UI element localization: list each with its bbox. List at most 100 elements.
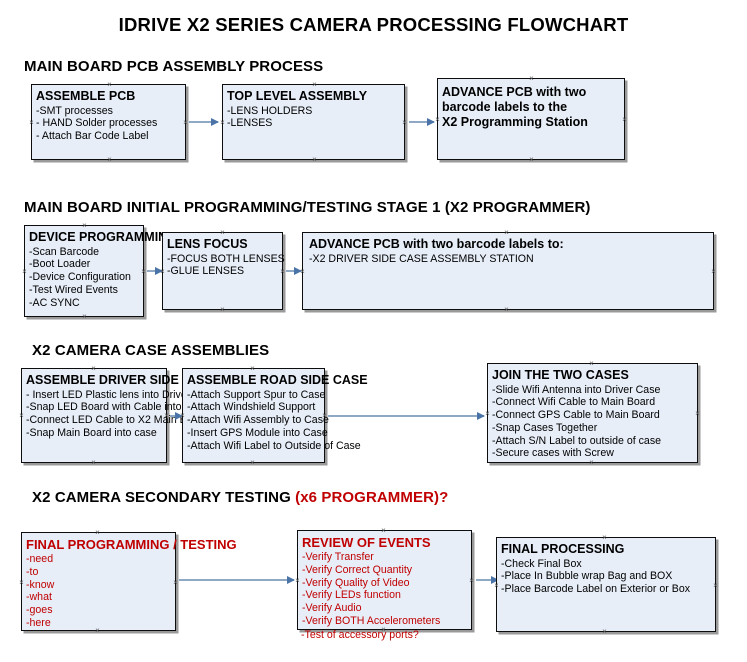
box-line: -SMT processes: [36, 104, 113, 117]
connection-point-top[interactable]: [94, 529, 101, 536]
connection-point-top[interactable]: [249, 365, 256, 372]
connection-point-right[interactable]: [401, 119, 408, 126]
box-line: -Device Configuration: [29, 271, 131, 284]
connection-point-top[interactable]: [380, 527, 387, 534]
connection-point-left[interactable]: [18, 579, 25, 586]
section-heading-2-text: MAIN BOARD INITIAL PROGRAMMING/TESTING S…: [24, 199, 591, 216]
box-line-overflow: -Test of accessory ports?: [301, 629, 419, 641]
connection-point-left[interactable]: [493, 582, 500, 589]
connection-point-right[interactable]: [468, 577, 475, 584]
connection-point-bottom[interactable]: [528, 156, 535, 163]
box-line: - HAND Solder processes: [36, 117, 158, 130]
box-assemble-pcb[interactable]: ASSEMBLE PCB -SMT processes - HAND Solde…: [31, 84, 186, 160]
box-final-programming-testing[interactable]: FINAL PROGRAMMING / TESTING -need -to -k…: [18, 529, 237, 634]
box-join-the-two-cases[interactable]: JOIN THE TWO CASES -Slide Wifi Antenna i…: [487, 363, 698, 463]
connection-point-bottom[interactable]: [311, 156, 318, 163]
box-line: -FOCUS BOTH LENSES: [167, 252, 285, 265]
connection-point-left[interactable]: [18, 412, 25, 419]
connection-point-left[interactable]: [21, 268, 28, 275]
box-title: JOIN THE TWO CASES: [492, 368, 629, 382]
box-review-of-events[interactable]: REVIEW OF EVENTS -Verify Transfer -Verif…: [297, 530, 472, 630]
box-line: -Place Barcode Label on Exterior or Box: [501, 583, 691, 596]
connector-arrow: [286, 266, 302, 275]
connection-point-right[interactable]: [710, 268, 717, 275]
connection-point-left[interactable]: [219, 119, 226, 126]
box-final-processing[interactable]: FINAL PROCESSING -Check Final Box -Place…: [496, 537, 716, 632]
connection-point-right[interactable]: [279, 268, 286, 275]
connection-point-left[interactable]: [434, 116, 441, 123]
connection-point-right[interactable]: [163, 412, 170, 419]
connection-point-top[interactable]: [503, 229, 510, 236]
connection-point-top[interactable]: [90, 365, 97, 372]
box-line: - Attach Bar Code Label: [36, 130, 149, 143]
connection-point-left[interactable]: [28, 119, 35, 126]
connection-point-left[interactable]: [484, 410, 491, 417]
connection-point-bottom[interactable]: [503, 306, 510, 313]
connection-point-bottom[interactable]: [106, 156, 113, 163]
box-title: DEVICE PROGRAMMING: [29, 230, 177, 244]
box-line: -Check Final Box: [501, 557, 582, 570]
connection-point-right[interactable]: [321, 412, 328, 419]
connection-point-bottom[interactable]: [90, 459, 97, 466]
connection-point-right[interactable]: [172, 579, 179, 586]
connector-arrow: [179, 575, 295, 584]
box-line: -Snap Main Board into case: [26, 426, 157, 439]
connection-point-left[interactable]: [299, 268, 306, 275]
section-heading-4: X2 CAMERA SECONDARY TESTING (x6 PROGRAMM…: [32, 489, 448, 506]
connection-point-top[interactable]: [601, 534, 608, 541]
box-top-level-assembly[interactable]: TOP LEVEL ASSEMBLY -LENS HOLDERS -LENSES: [222, 84, 405, 160]
connection-point-top[interactable]: [588, 360, 595, 367]
connection-point-bottom[interactable]: [219, 306, 226, 313]
connection-point-bottom[interactable]: [588, 459, 595, 466]
page-title: IDRIVE X2 SERIES CAMERA PROCESSING FLOWC…: [118, 14, 629, 35]
box-line: -here: [26, 616, 51, 629]
connection-point-right[interactable]: [182, 119, 189, 126]
box-line: -Test Wired Events: [29, 283, 118, 296]
box-title: ASSEMBLE ROAD SIDE CASE: [187, 373, 368, 387]
box-line: -Connect Wifi Cable to Main Board: [492, 396, 656, 409]
box-title: FINAL PROGRAMMING / TESTING: [26, 537, 237, 552]
box-line: X2 Programming Station: [442, 114, 588, 129]
connection-point-left[interactable]: [159, 268, 166, 275]
connection-point-right[interactable]: [694, 410, 701, 417]
box-title: ASSEMBLE PCB: [36, 89, 136, 103]
box-title: REVIEW OF EVENTS: [302, 535, 431, 550]
connection-point-bottom[interactable]: [81, 313, 88, 320]
connection-point-top[interactable]: [528, 75, 535, 82]
connector-arrow: [476, 575, 499, 584]
box-line: -what: [26, 591, 52, 604]
connection-point-bottom[interactable]: [94, 627, 101, 634]
box-line: -Attach Wifi Label to Outside of Case: [187, 439, 361, 452]
section-heading-1-text: MAIN BOARD PCB ASSEMBLY PROCESS: [24, 58, 324, 75]
box-line: -X2 DRIVER SIDE CASE ASSEMBLY STATION: [309, 252, 534, 265]
box-assemble-road-side-case[interactable]: ASSEMBLE ROAD SIDE CASE -Attach Support …: [179, 365, 368, 466]
connection-point-left[interactable]: [294, 577, 301, 584]
connection-point-left[interactable]: [179, 412, 186, 419]
box-line: -GLUE LENSES: [167, 265, 245, 278]
connection-point-bottom[interactable]: [249, 459, 256, 466]
box-line: -Attach Wifi Assembly to Case: [187, 414, 329, 427]
connection-point-right[interactable]: [712, 582, 719, 589]
box-title: TOP LEVEL ASSEMBLY: [227, 89, 368, 103]
box-line: -Connect GPS Cable to Main Board: [492, 409, 660, 422]
box-lens-focus[interactable]: LENS FOCUS -FOCUS BOTH LENSES -GLUE LENS…: [159, 229, 286, 313]
box-line: -LENS HOLDERS: [227, 104, 313, 117]
connector-arrow: [328, 411, 485, 420]
connection-point-right[interactable]: [621, 116, 628, 123]
connector-arrow: [409, 117, 435, 126]
box-line: -need: [26, 553, 54, 566]
box-device-programming[interactable]: DEVICE PROGRAMMING -Scan Barcode -Boot L…: [21, 222, 177, 320]
connection-point-bottom[interactable]: [601, 628, 608, 635]
section-heading-4-text: X2 CAMERA SECONDARY TESTING: [32, 489, 296, 506]
connection-point-top[interactable]: [81, 222, 88, 229]
connection-point-top[interactable]: [219, 229, 226, 236]
connection-point-top[interactable]: [311, 81, 318, 88]
box-assemble-driver-side-case[interactable]: ASSEMBLE DRIVER SIDE CASE - Insert LED P…: [18, 365, 218, 466]
connection-point-top[interactable]: [106, 81, 113, 88]
box-advance-pcb-driver-station[interactable]: ADVANCE PCB with two barcode labels to: …: [302, 232, 714, 310]
section-heading-2: MAIN BOARD INITIAL PROGRAMMING/TESTING S…: [24, 199, 591, 216]
connection-point-right[interactable]: [140, 268, 147, 275]
box-line: -Snap Cases Together: [492, 421, 598, 434]
box-advance-pcb-station[interactable]: ADVANCE PCB with two barcode labels to t…: [437, 78, 625, 160]
